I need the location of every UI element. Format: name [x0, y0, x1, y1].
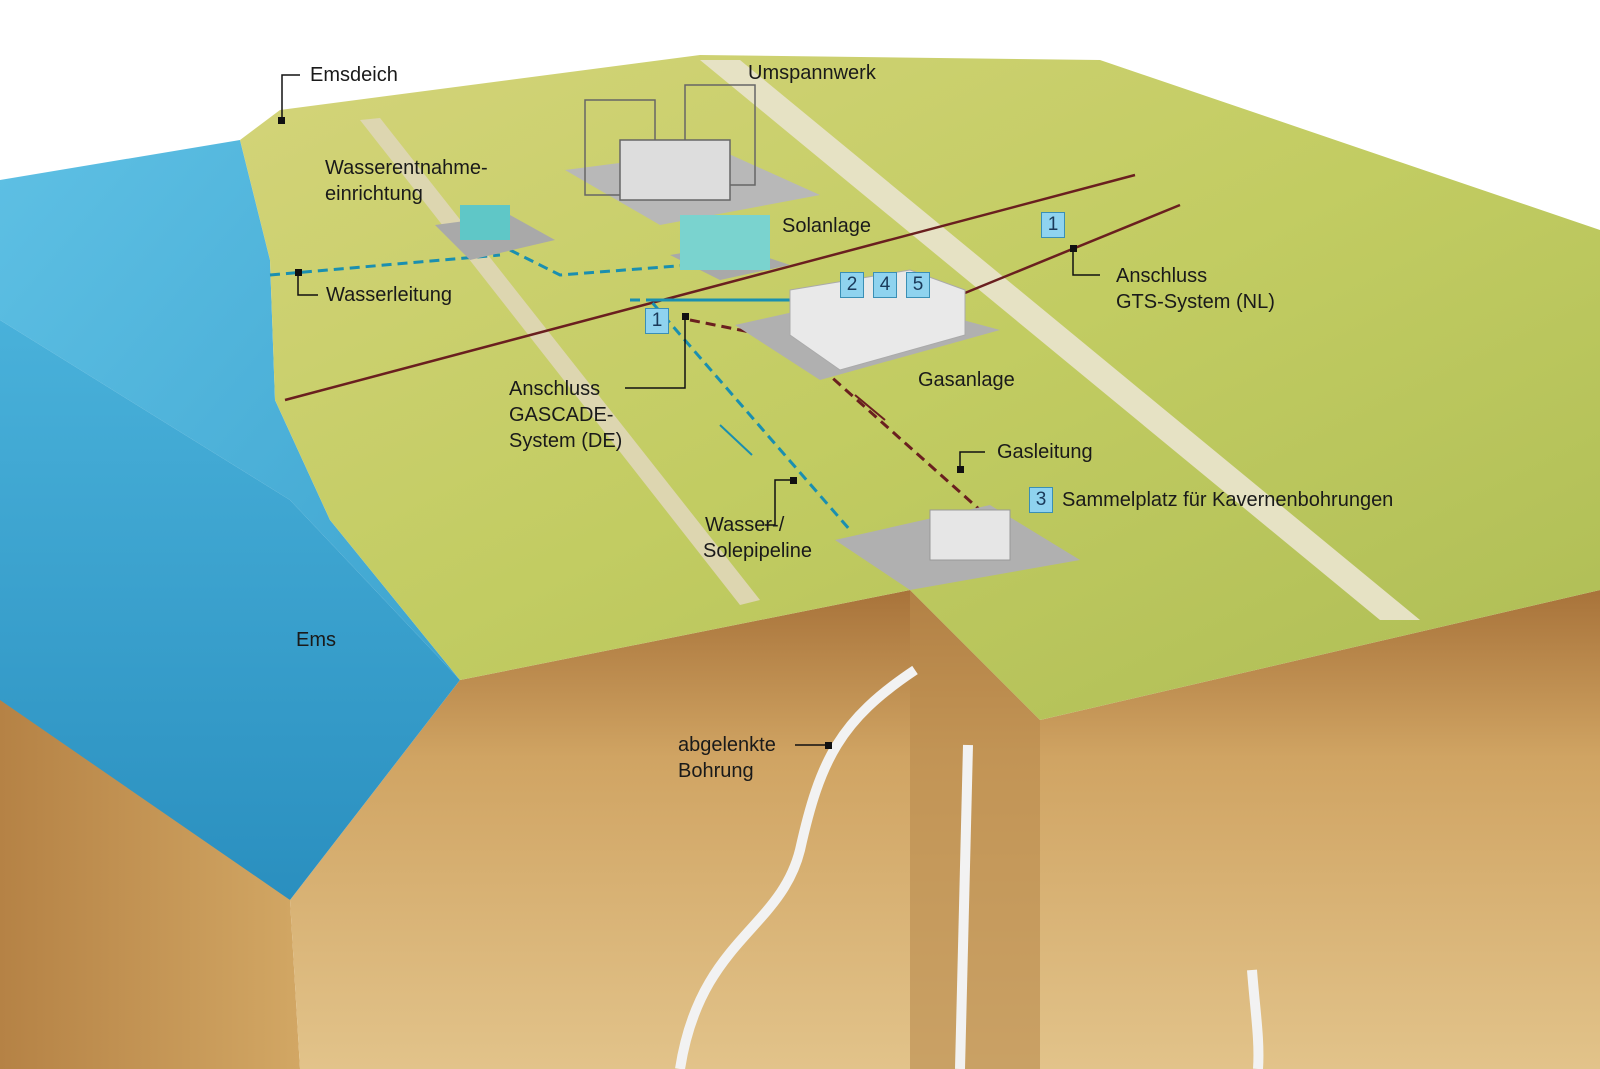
label-sammelplatz: Sammelplatz für Kavernenbohrungen [1062, 489, 1394, 511]
borehole-bottom-right [1247, 969, 1264, 1069]
leader-dots [278, 117, 1077, 749]
water-sole-pipeline [630, 298, 852, 531]
deflected-borehole [675, 665, 918, 1069]
water-pipeline [269, 253, 501, 277]
label-anschluss-gascade: Anschluss GASCADE- System (DE) [509, 376, 622, 454]
label-anschluss-gascade-line2: GASCADE- [509, 404, 614, 426]
badge-gasanlage-2: 2 [840, 272, 864, 298]
gas-flow-arrow [854, 394, 886, 421]
label-wasserleitung: Wasserleitung [326, 284, 452, 306]
label-wasserentnahme-line2: einrichtung [325, 183, 423, 205]
river-ems-surface [0, 140, 460, 680]
label-wasser-solepipeline: Wasser-/ Solepipeline [703, 512, 812, 564]
soil-cutout-face [910, 590, 1040, 1069]
label-umspannwerk: Umspannwerk [748, 62, 876, 84]
label-solanlage: Solanlage [782, 215, 871, 237]
badge-gts: 1 [1041, 212, 1065, 238]
label-ems: Ems [296, 629, 336, 651]
label-gasanlage: Gasanlage [918, 369, 1015, 391]
water-intake-pipe [509, 248, 691, 277]
label-wasserentnahme: Wasserentnahme- einrichtung [325, 155, 488, 207]
label-anschluss-gts-line1: Anschluss [1116, 265, 1208, 287]
label-wasser-sole-line1: Wasser-/ [705, 514, 785, 536]
label-anschluss-gts: Anschluss GTS-System (NL) [1116, 263, 1275, 315]
gas-line-gts [284, 173, 1136, 402]
solanlage-building [680, 215, 770, 270]
land-surface [240, 55, 1600, 720]
label-wasserentnahme-line1: Wasserentnahme- [325, 157, 488, 179]
wasserentnahme-pump [460, 205, 510, 240]
label-abgelenkte-bohrung: abgelenkte Bohrung [678, 732, 776, 784]
badge-gasanlage-4: 4 [873, 272, 897, 298]
badge-sammelplatz: 3 [1029, 487, 1053, 513]
vertical-borehole [955, 744, 973, 1069]
leader-lines [281, 74, 1100, 746]
label-gasleitung: Gasleitung [997, 441, 1093, 463]
road [700, 60, 1420, 620]
water-flow-arrow [719, 424, 753, 456]
label-anschluss-gascade-line1: Anschluss [509, 378, 601, 400]
sammelplatz-rig [929, 509, 1011, 561]
label-anschluss-gascade-line3: System (DE) [509, 430, 623, 452]
label-wasser-sole-line2: Solepipeline [703, 540, 812, 562]
river-ems-front [0, 320, 460, 900]
label-bohrung-line2: Bohrung [678, 760, 754, 782]
label-bohrung-line1: abgelenkte [678, 734, 776, 756]
umspannwerk-structure [584, 84, 756, 201]
label-emsdeich: Emsdeich [310, 64, 398, 86]
badge-gascade: 1 [645, 308, 669, 334]
label-anschluss-gts-line2: GTS-System (NL) [1116, 291, 1275, 313]
badge-gasanlage-5: 5 [906, 272, 930, 298]
